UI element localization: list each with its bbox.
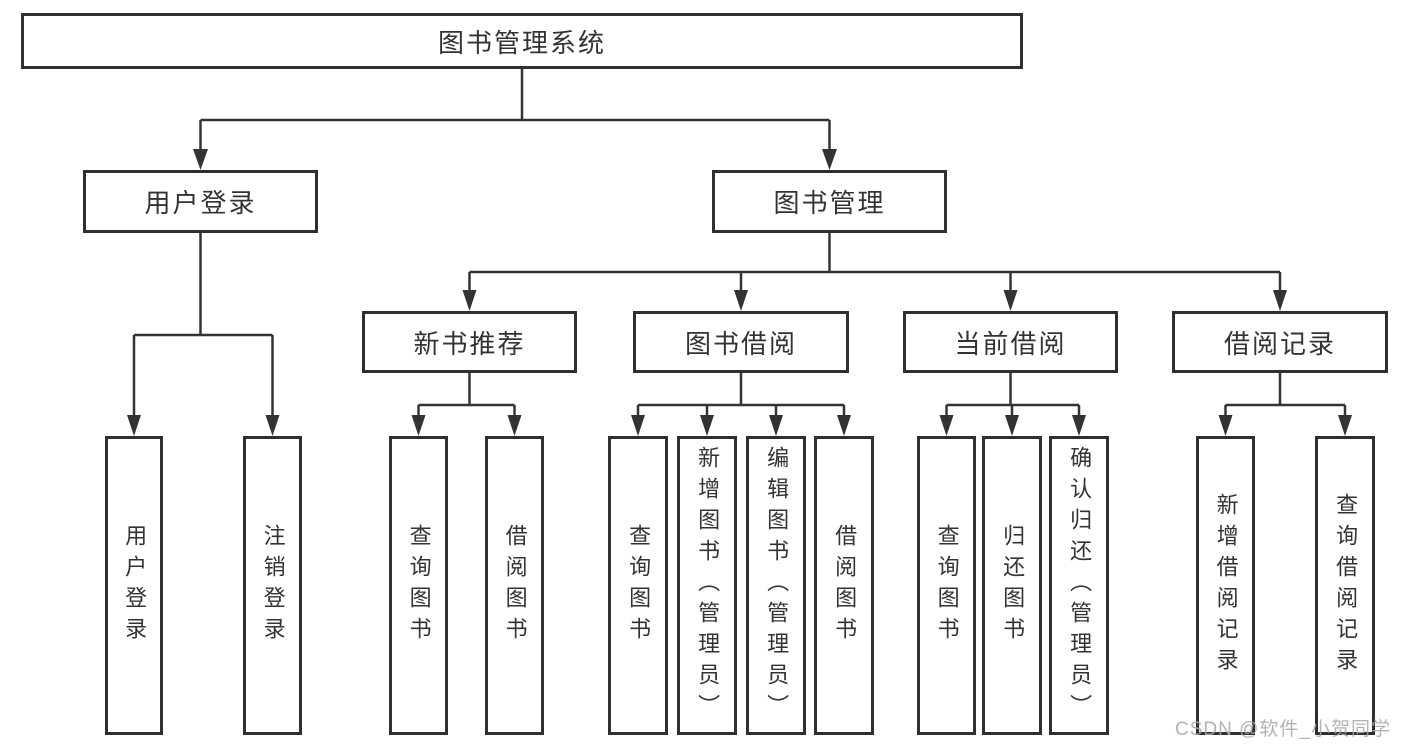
leaf-borrow-books-recommend: 借阅图书: [485, 436, 544, 735]
leaf-add-book-admin: 新增图书（管理员）: [677, 436, 737, 735]
leaf-return-book: 归还图书: [982, 436, 1042, 735]
leaf-query-borrow-record: 查询借阅记录: [1315, 436, 1375, 735]
node-new-book-recommend: 新书推荐: [362, 311, 577, 373]
leaf-borrow-books-borrowing: 借阅图书: [814, 436, 874, 735]
node-user-login: 用户登录: [83, 170, 318, 233]
node-book-management: 图书管理: [712, 170, 947, 233]
node-borrow-records: 借阅记录: [1172, 311, 1388, 373]
leaf-query-books-borrowing: 查询图书: [608, 436, 668, 735]
node-current-borrowing: 当前借阅: [903, 311, 1118, 373]
watermark: CSDN @软件_小贺同学: [1175, 719, 1391, 740]
leaf-logout: 注销登录: [243, 436, 302, 735]
leaf-query-books-current: 查询图书: [917, 436, 976, 735]
leaf-user-login: 用户登录: [105, 436, 163, 735]
leaf-add-borrow-record: 新增借阅记录: [1196, 436, 1255, 735]
node-library-system: 图书管理系统: [21, 13, 1023, 69]
node-book-borrowing: 图书借阅: [633, 311, 849, 373]
leaf-edit-book-admin: 编辑图书（管理员）: [746, 436, 806, 735]
leaf-confirm-return-admin: 确认归还（管理员）: [1049, 436, 1109, 735]
leaf-query-books-recommend: 查询图书: [389, 436, 448, 735]
